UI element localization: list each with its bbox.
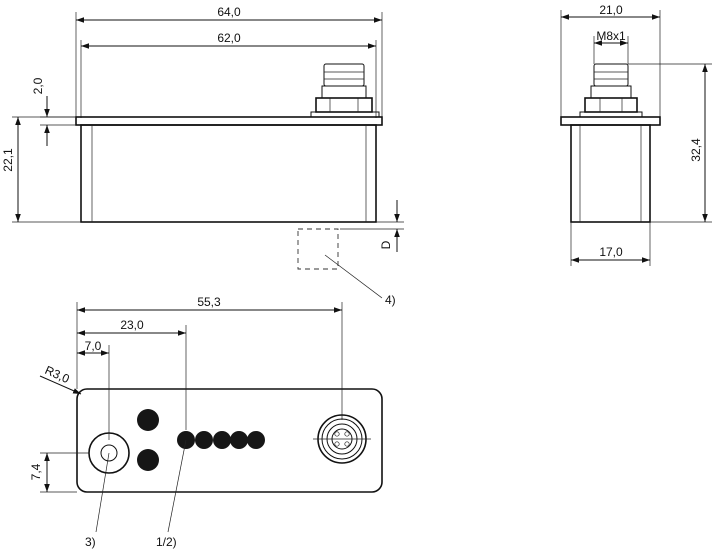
hole-offset-label: 7,0 <box>85 339 102 353</box>
target-object <box>297 228 339 270</box>
corner-radius-label: R3,0 <box>43 363 72 386</box>
body-height-label: 22,1 <box>1 148 15 172</box>
callout-target: 4) <box>385 293 396 307</box>
front-body-width-label: 62,0 <box>217 31 241 45</box>
indicator-dot <box>137 449 159 471</box>
flange-height-label: 2,0 <box>31 77 45 94</box>
front-view: 64,0 62,0 2,0 22,1 <box>1 5 404 307</box>
side-overall-height-label: 32,4 <box>689 138 703 162</box>
led-dot <box>213 431 231 449</box>
led-offset-label: 23,0 <box>120 318 144 332</box>
indicator-dot <box>137 409 159 431</box>
side-view: 21,0 M8x1 32,4 17,0 <box>560 3 712 266</box>
top-view: 55,3 23,0 7,0 R3,0 7,4 <box>29 295 383 549</box>
front-overall-width-label: 64,0 <box>217 5 241 19</box>
callout-leds: 1/2) <box>156 535 177 549</box>
side-flange <box>560 116 661 126</box>
led-dot <box>230 431 248 449</box>
led-row <box>177 431 265 449</box>
mounting-hole-inner <box>100 444 118 462</box>
top-outline <box>76 388 383 493</box>
hole-height-label: 7,4 <box>29 463 43 480</box>
m8-connector-front <box>310 63 380 118</box>
side-body-width-label: 17,0 <box>599 245 623 259</box>
m8-connector-top <box>313 414 371 464</box>
gap-d-label: D <box>379 240 393 249</box>
led-dot <box>195 431 213 449</box>
sensor-body <box>80 124 377 223</box>
led-dot <box>247 431 265 449</box>
connector-offset-label: 55,3 <box>197 295 221 309</box>
flange-plate <box>75 116 383 126</box>
m8-connector-side <box>579 63 643 118</box>
side-body <box>570 124 651 223</box>
callout-hole: 3) <box>85 535 96 549</box>
thread-label: M8x1 <box>596 29 626 43</box>
side-overall-width-label: 21,0 <box>599 3 623 17</box>
